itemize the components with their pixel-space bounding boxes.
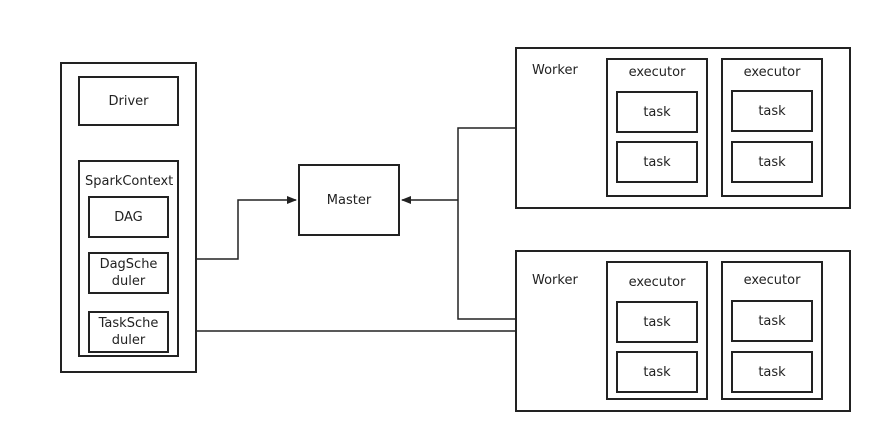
executor-label: executor [628,275,686,290]
task-box: task [616,141,698,183]
dag-label: DAG [114,209,143,225]
spark-context-label: SparkContext [85,174,174,189]
worker-1-to-master-line [457,127,516,200]
dagscheduler-to-master-arrow [178,196,297,260]
task-box: task [616,301,698,343]
executor-label: executor [628,65,686,80]
executor-label: executor [743,65,801,80]
task-label: task [758,313,786,329]
master-label: Master [326,192,372,208]
task-box: task [731,90,813,132]
dag-box: DAG [88,196,169,238]
worker-label: Worker [532,273,578,288]
task-label: task [758,103,786,119]
task-box: task [731,141,813,183]
task-label: task [643,364,671,380]
task-scheduler-label: TaskSche duler [98,316,159,348]
master-box: Master [298,164,400,236]
driver-box: Driver [78,76,179,126]
task-label: task [643,104,671,120]
driver-label: Driver [108,93,149,109]
task-box: task [616,91,698,133]
task-box: task [731,300,813,342]
task-box: task [731,351,813,393]
task-box: task [616,351,698,393]
worker-2-to-master-line [457,200,516,320]
worker-label: Worker [532,63,578,78]
dag-scheduler-label: DagSche duler [99,257,158,289]
task-label: task [643,314,671,330]
task-label: task [758,364,786,380]
task-label: task [758,154,786,170]
executor-label: executor [743,273,801,288]
task-label: task [643,154,671,170]
dag-scheduler-box: DagSche duler [88,252,169,294]
task-scheduler-box: TaskSche duler [88,311,169,353]
